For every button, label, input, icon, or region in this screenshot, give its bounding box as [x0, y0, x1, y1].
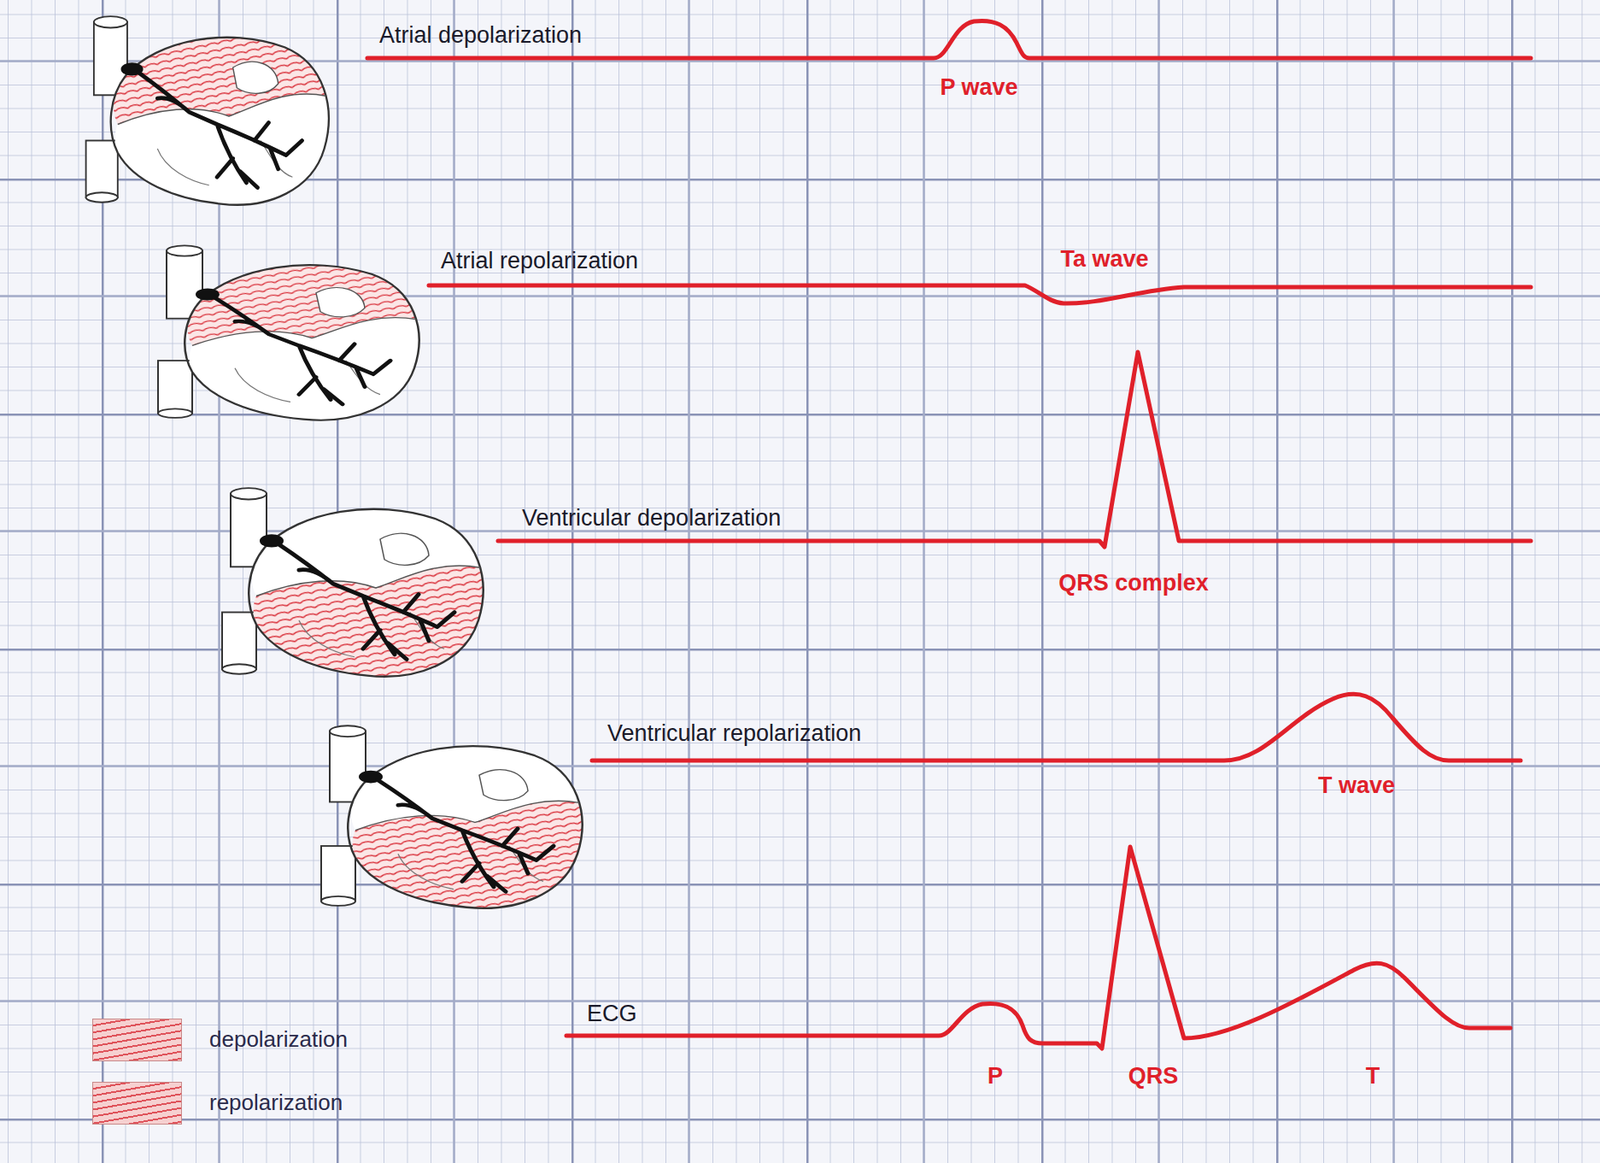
trace-title: Atrial depolarization [379, 23, 582, 49]
wave-label: P [987, 1063, 1003, 1090]
ta-wave-trace [428, 285, 1531, 304]
wave-label: P wave [939, 75, 1018, 101]
legend-swatch [92, 1081, 182, 1125]
heart-atrial-repolarization [158, 245, 420, 420]
legend-text: depolarization [209, 1026, 348, 1052]
p-wave-trace [367, 20, 1531, 59]
legend-text: repolarization [209, 1090, 343, 1115]
wave-label: T wave [1318, 773, 1395, 799]
legend-swatch [92, 1018, 182, 1061]
heart-ventricular-depolarization [222, 487, 484, 677]
qrs-trace [498, 351, 1531, 547]
wave-label: QRS complex [1058, 570, 1209, 597]
ecg-trace [566, 846, 1511, 1049]
heart-atrial-depolarization [86, 16, 329, 206]
t-wave-trace [591, 693, 1521, 761]
trace-title: Atrial repolarization [440, 248, 639, 275]
wave-label: QRS [1128, 1063, 1179, 1090]
trace-title: Ventricular repolarization [607, 720, 862, 747]
heart-ventricular-repolarization [321, 725, 583, 909]
trace-title: Ventricular depolarization [521, 505, 781, 532]
wave-label: T [1365, 1063, 1381, 1090]
wave-label: Ta wave [1060, 246, 1149, 273]
trace-title: ECG [586, 1001, 638, 1027]
